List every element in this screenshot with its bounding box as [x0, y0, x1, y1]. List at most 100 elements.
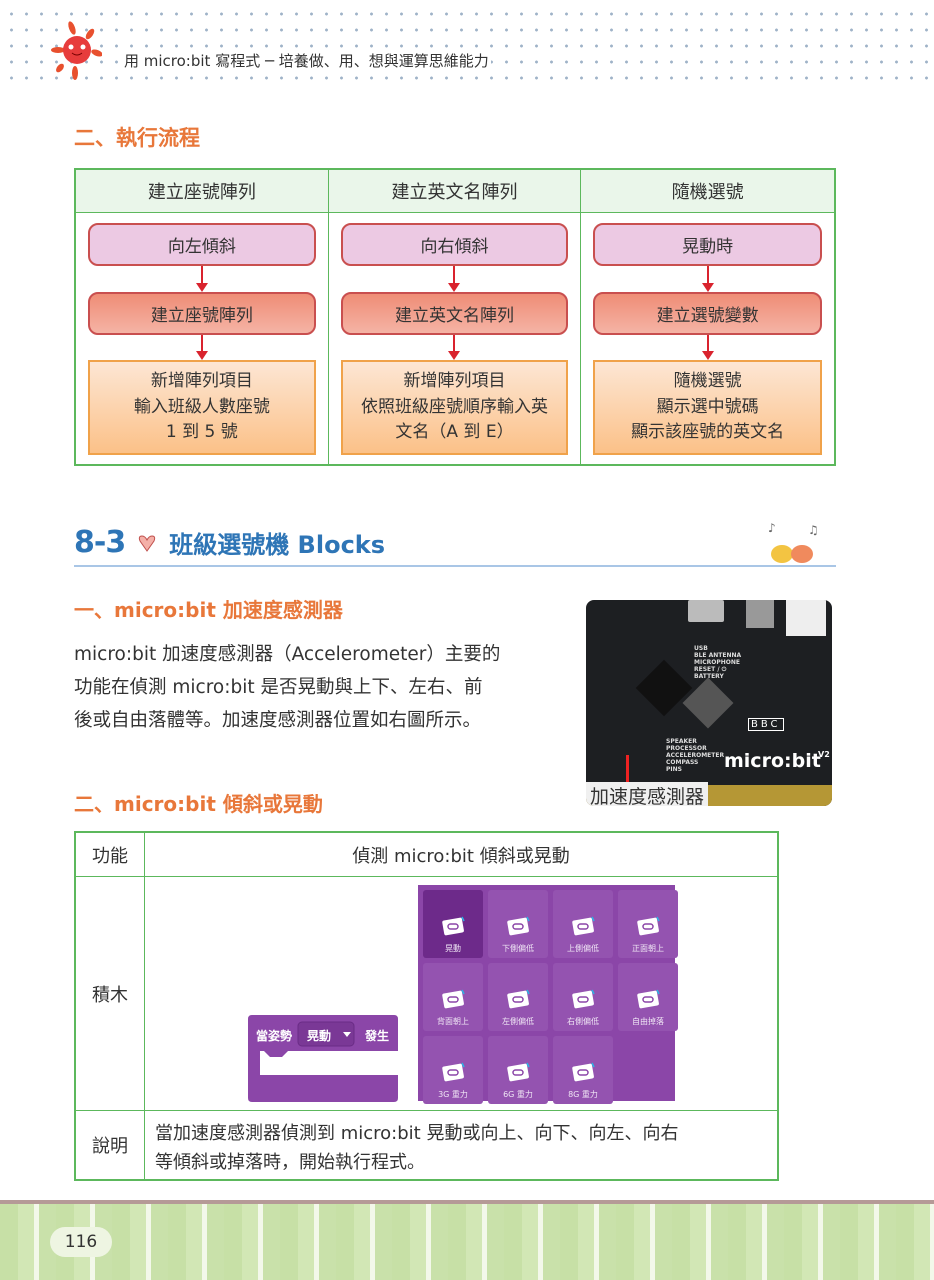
gesture-option[interactable]: 6G 重力: [488, 1036, 548, 1104]
microbit-gesture-icon: [572, 916, 595, 936]
microbit-gesture-icon: [507, 916, 530, 936]
gesture-label: 3G 重力: [438, 1090, 468, 1099]
gesture-option[interactable]: 自由掉落: [618, 963, 678, 1031]
flow-col-title: 建立座號陣列: [76, 170, 329, 213]
microbit-gesture-icon: [442, 989, 465, 1009]
microbit-gesture-icon: [637, 916, 660, 936]
paragraph-line: 功能在偵測 micro:bit 是否晃動與上下、左右、前: [74, 677, 483, 698]
reset-button: [746, 600, 774, 628]
running-header: 用 micro:bit 寫程式 ─ 培養做、用、想與運算思維能力: [122, 50, 491, 71]
gesture-label: 下側偏低: [502, 944, 534, 953]
flow-heading: 二、執行流程: [74, 126, 200, 150]
footer-band: [0, 1200, 934, 1280]
step-line: 顯示選中號碼: [656, 396, 759, 417]
row-key: 積木: [76, 877, 145, 1111]
paragraph-line: 後或自由落體等。加速度感測器位置如右圖所示。: [74, 710, 482, 731]
birds-music-icon: ♪♫: [768, 521, 819, 563]
block-prefix: 當姿勢: [256, 1029, 293, 1043]
on-gesture-block[interactable]: [248, 1015, 398, 1102]
gesture-label: 正面朝上: [632, 944, 664, 953]
arrow-down-icon: [448, 335, 461, 360]
gesture-dropdown[interactable]: 晃動: [307, 1029, 332, 1043]
heart-icon: [139, 534, 156, 552]
row-key: 功能: [76, 833, 145, 877]
gesture-option[interactable]: 3G 重力: [423, 1036, 483, 1104]
row-value: 當加速度感測器偵測到 micro:bit 晃動或向上、向下、向左、向右等傾斜或掉…: [145, 1111, 777, 1179]
action-box: 建立選號變數: [593, 292, 822, 335]
gesture-option[interactable]: 左側偏低: [488, 963, 548, 1031]
gesture-option[interactable]: 正面朝上: [618, 890, 678, 958]
gesture-option[interactable]: 背面朝上: [423, 963, 483, 1031]
step-line: 隨機選號: [673, 371, 742, 392]
microbit-gesture-icon: [637, 989, 660, 1009]
flow-col-title: 建立英文名陣列: [328, 170, 582, 213]
svg-text:♫: ♫: [808, 523, 819, 537]
event-box: 晃動時: [593, 223, 822, 266]
step-line: 新增陣列項目: [150, 371, 253, 392]
gesture-option[interactable]: 8G 重力: [553, 1036, 613, 1104]
arrow-down-icon: [448, 266, 461, 292]
flow-column: 晃動時 建立選號變數 隨機選號顯示選中號碼顯示該座號的英文名: [581, 213, 834, 464]
step-line: 1 到 5 號: [165, 422, 238, 443]
steps-box: 新增陣列項目輸入班級人數座號 1 到 5 號: [88, 360, 316, 455]
microbit-gesture-icon: [507, 1062, 530, 1082]
action-box: 建立座號陣列: [88, 292, 316, 335]
sub1-heading: 一、micro:bit 加速度感測器: [74, 598, 343, 622]
gesture-option[interactable]: 晃動: [423, 890, 483, 958]
accelerometer-caption: 加速度感測器: [586, 782, 709, 806]
arrow-down-icon: [701, 335, 714, 360]
microbit-gesture-icon: [572, 1062, 595, 1082]
gesture-label: 背面朝上: [437, 1017, 469, 1026]
microbit-gesture-icon: [442, 1062, 465, 1082]
section-title: 8-3 班級選號機 Blocks: [74, 525, 385, 560]
gesture-label: 8G 重力: [568, 1090, 598, 1099]
gesture-option[interactable]: 下側偏低: [488, 890, 548, 958]
flow-col-title: 隨機選號: [581, 170, 834, 213]
processor-chip: [635, 659, 693, 717]
event-box: 向左傾斜: [88, 223, 316, 266]
step-line: 依照班級座號順序輸入英: [360, 396, 548, 417]
gesture-picker: 晃動 下側偏低 上側偏低 正面朝上背面朝上 左側偏低 右側偏低自由掉落 3G 重力 6G 重力…: [418, 885, 678, 1104]
svg-text:♪: ♪: [768, 521, 776, 535]
sub2-heading: 二、micro:bit 傾斜或晃動: [74, 792, 323, 816]
arrow-down-icon: [195, 335, 208, 360]
section-heading: 班級選號機 Blocks: [169, 531, 386, 559]
gesture-label: 左側偏低: [502, 1017, 534, 1026]
flow-table: 建立座號陣列 建立英文名陣列 隨機選號 向左傾斜 建立座號陣列 新增陣列項目輸入…: [74, 168, 836, 466]
arrow-down-icon: [195, 266, 208, 292]
row-key: 說明: [76, 1111, 145, 1179]
gesture-label: 晃動: [445, 944, 461, 953]
block-suffix: 發生: [365, 1029, 390, 1043]
sub1-paragraph: micro:bit 加速度感測器（Accelerometer）主要的 功能在偵測…: [74, 638, 574, 737]
gesture-label: 6G 重力: [503, 1090, 533, 1099]
gesture-label: 上側偏低: [567, 944, 599, 953]
section-divider: [74, 565, 836, 567]
description-line: 當加速度感測器偵測到 micro:bit 晃動或向上、向下、向左、向右: [155, 1123, 679, 1144]
action-box: 建立英文名陣列: [340, 292, 569, 335]
step-line: 輸入班級人數座號: [133, 396, 270, 417]
row-value: 偵測 micro:bit 傾斜或晃動: [145, 833, 777, 877]
step-line: 顯示該座號的英文名: [631, 422, 785, 443]
flow-column: 向右傾斜 建立英文名陣列 新增陣列項目依照班級座號順序輸入英文名（A 到 E）: [329, 213, 582, 464]
step-line: 新增陣列項目: [403, 371, 506, 392]
arrow-down-icon: [701, 266, 714, 292]
gesture-option[interactable]: 上側偏低: [553, 890, 613, 958]
blocks-cell: [145, 877, 777, 1111]
microbit-logo: micro:bit: [724, 750, 821, 772]
steps-box: 新增陣列項目依照班級座號順序輸入英文名（A 到 E）: [340, 360, 569, 455]
section-number: 8-3: [74, 525, 126, 560]
bbc-logo: BBC: [748, 718, 784, 731]
usb-port: [688, 600, 724, 622]
microbit-gesture-icon: [572, 989, 595, 1009]
blocks-table: 功能 偵測 micro:bit 傾斜或晃動 積木 說明 當加速度感測器偵測到 m…: [74, 831, 779, 1181]
step-line: 文名（A 到 E）: [395, 422, 514, 443]
dotted-header-background: [0, 0, 934, 88]
gesture-option[interactable]: 右側偏低: [553, 963, 613, 1031]
microbit-gesture-icon: [507, 989, 530, 1009]
sun-mascot-icon: [51, 21, 102, 80]
flow-column: 向左傾斜 建立座號陣列 新增陣列項目輸入班級人數座號 1 到 5 號: [76, 213, 329, 464]
gesture-label: 自由掉落: [632, 1017, 664, 1026]
